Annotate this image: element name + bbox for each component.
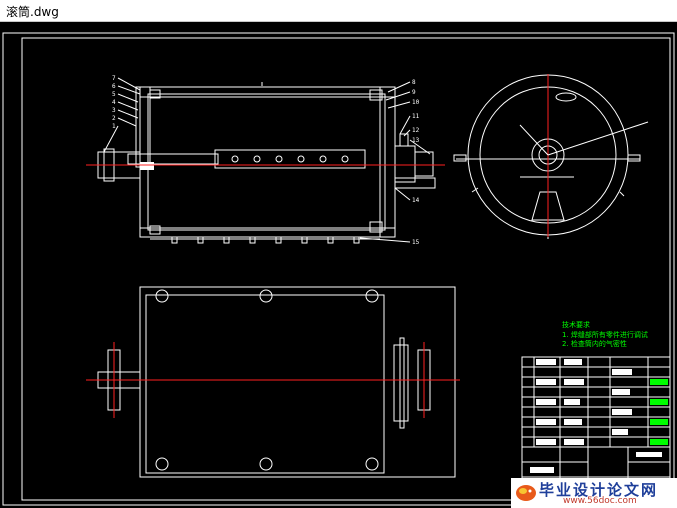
callout-left-2: 6 <box>112 83 116 90</box>
callout-right-1: 8 <box>412 79 416 86</box>
section-view <box>97 77 436 244</box>
callout-left-1: 7 <box>112 75 116 82</box>
callout-right-2: 9 <box>412 89 416 96</box>
callouts: 7 6 5 4 3 2 1 8 9 10 11 12 13 14 15 <box>112 75 420 246</box>
center-lines <box>86 74 549 418</box>
title-bar: 滚筒.dwg <box>0 0 677 22</box>
title-block-green-cells <box>650 379 668 445</box>
watermark-url: www.56doc.com <box>563 496 637 506</box>
callout-right-5: 12 <box>412 127 420 134</box>
callout-right-6: 13 <box>412 137 420 144</box>
title-block <box>521 356 671 498</box>
watermark-text: 毕业设计论文网 <box>539 481 659 499</box>
callout-right-3: 10 <box>412 99 420 106</box>
callout-right-4: 11 <box>412 113 420 120</box>
fish-logo-icon <box>516 485 536 501</box>
notes-line-1: 1. 焊缝部所有零件进行调试 <box>562 330 648 339</box>
callout-left-3: 5 <box>112 91 116 98</box>
cad-drawing: 7 6 5 4 3 2 1 8 9 10 11 12 13 14 15 技术要求… <box>2 32 675 506</box>
leader-end-view <box>519 124 549 156</box>
callout-left-5: 3 <box>112 107 116 114</box>
sheet-outer-border <box>2 32 675 506</box>
callout-left-4: 4 <box>112 99 116 106</box>
watermark: 毕业设计论文网 www.56doc.com <box>511 478 677 508</box>
callout-right-7: 14 <box>412 197 420 204</box>
drawing-viewport[interactable]: 7 6 5 4 3 2 1 8 9 10 11 12 13 14 15 技术要求… <box>0 22 677 508</box>
end-view <box>453 74 641 239</box>
callout-left-6: 2 <box>112 115 116 122</box>
notes-line-2: 2. 检查筒内的气密性 <box>562 339 627 348</box>
notes-heading: 技术要求 <box>562 320 590 329</box>
sheet-inner-border <box>21 37 671 501</box>
plan-view <box>97 286 456 478</box>
document-title: 滚筒.dwg <box>6 5 59 19</box>
callout-right-8: 15 <box>412 239 420 246</box>
callout-left-7: 1 <box>112 123 116 130</box>
technical-notes: 技术要求 1. 焊缝部所有零件进行调试 2. 检查筒内的气密性 <box>562 320 648 348</box>
